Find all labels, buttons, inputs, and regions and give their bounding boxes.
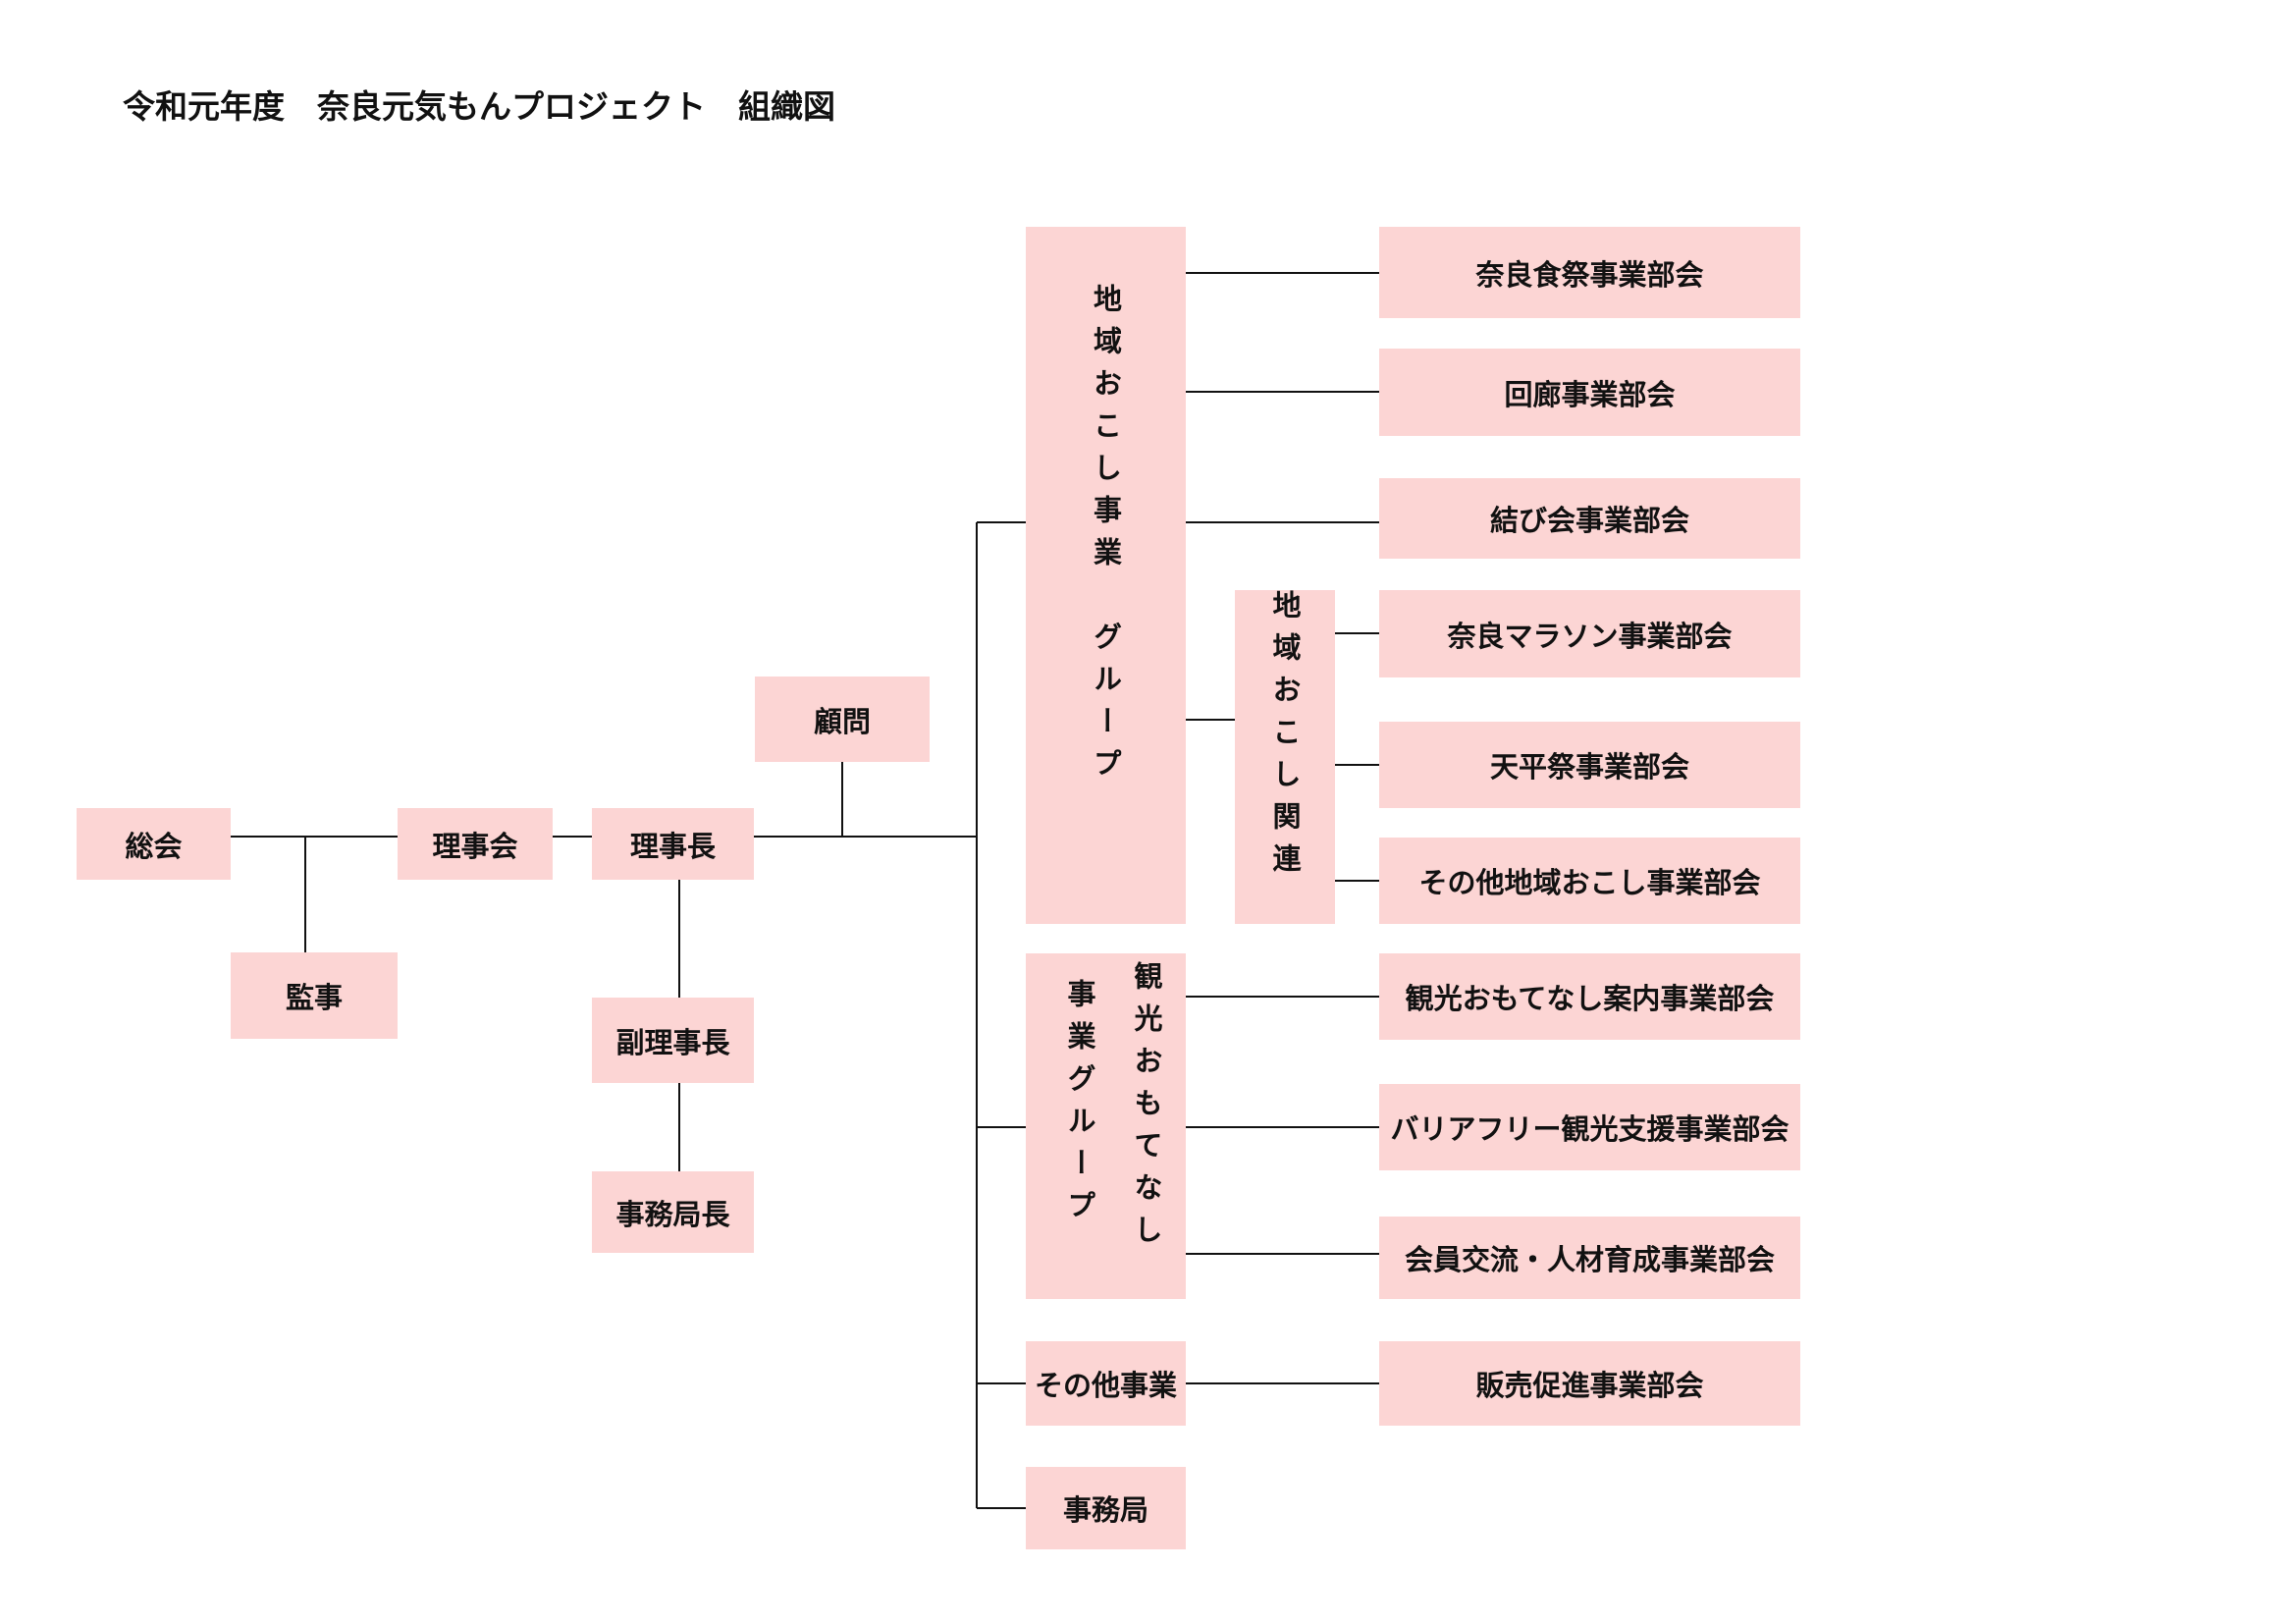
- node-sonota-jigyou: その他事業: [1026, 1341, 1186, 1426]
- page-title: 令和元年度 奈良元気もんプロジェクト 組織図: [123, 87, 835, 126]
- bukai-jinzai: 会員交流・人材育成事業部会: [1379, 1217, 1800, 1299]
- node-rijikai: 理事会: [398, 808, 553, 880]
- node-chiiki-kanren: 地域おこし関連: [1235, 590, 1335, 924]
- node-kanji: 監事: [231, 952, 398, 1039]
- bukai-tenpyou: 天平祭事業部会: [1379, 722, 1800, 808]
- chiiki-kanren-label: 地域おこし関連: [1268, 590, 1302, 886]
- group-kankou-col2: 事業グループ: [1063, 979, 1096, 1232]
- node-jimukyokuchou: 事務局長: [592, 1171, 754, 1253]
- bukai-musubi: 結び会事業部会: [1379, 478, 1800, 559]
- node-komon: 顧問: [755, 677, 930, 762]
- group-kankou-col1: 観光おもてなし: [1130, 961, 1163, 1257]
- node-soukai: 総会: [77, 808, 231, 880]
- bukai-sonota-chiiki: その他地域おこし事業部会: [1379, 838, 1800, 924]
- node-jimukyoku: 事務局: [1026, 1467, 1186, 1549]
- group-chiiki-label: 地域おこし事業 グループ: [1089, 284, 1123, 790]
- bukai-kairou: 回廊事業部会: [1379, 349, 1800, 436]
- bukai-marathon: 奈良マラソン事業部会: [1379, 590, 1800, 677]
- node-group-chiiki: 地域おこし事業 グループ: [1026, 227, 1186, 924]
- bukai-annai: 観光おもてなし案内事業部会: [1379, 953, 1800, 1040]
- bukai-hanbai: 販売促進事業部会: [1379, 1341, 1800, 1426]
- node-rijichou: 理事長: [592, 808, 754, 880]
- node-fukurijichou: 副理事長: [592, 998, 754, 1083]
- bukai-barrierfree: バリアフリー観光支援事業部会: [1379, 1084, 1800, 1170]
- bukai-shokusai: 奈良食祭事業部会: [1379, 227, 1800, 318]
- node-group-kankou: 観光おもてなし 事業グループ: [1026, 953, 1186, 1299]
